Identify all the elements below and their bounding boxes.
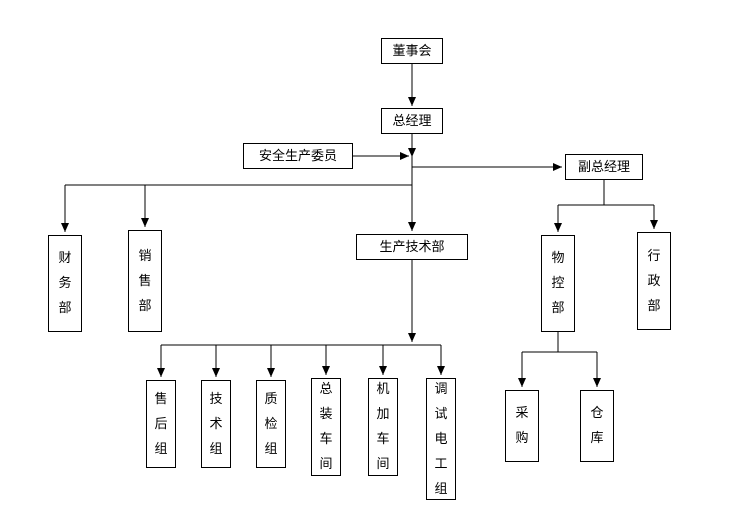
- org-node-machining-workshop: 机加车间: [368, 378, 398, 476]
- org-node-purchasing: 采购: [505, 390, 539, 462]
- org-node-machining-workshop-label: 机加车间: [376, 382, 390, 472]
- org-node-general-manager: 总经理: [381, 108, 443, 134]
- org-node-after-sales-group: 售后组: [146, 380, 176, 468]
- org-node-production-tech-dept-label: 生产技术部: [379, 239, 445, 255]
- org-node-sales-dept-label: 销售部: [138, 248, 152, 314]
- org-node-material-control-dept-label: 物控部: [551, 251, 565, 316]
- org-node-sales-dept: 销售部: [128, 230, 162, 332]
- org-node-deputy-general-manager-label: 副总经理: [577, 159, 630, 175]
- org-node-material-control-dept: 物控部: [541, 235, 575, 332]
- org-node-after-sales-group-label: 售后组: [154, 391, 168, 457]
- org-node-finance-dept: 财务部: [48, 235, 82, 332]
- org-node-production-tech-dept: 生产技术部: [356, 234, 468, 260]
- org-node-general-manager-label: 总经理: [392, 113, 432, 129]
- org-node-board: 董事会: [381, 38, 443, 64]
- org-node-quality-inspection-group-label: 质检组: [264, 391, 278, 457]
- org-node-safety-committee: 安全生产委员: [243, 143, 353, 169]
- org-node-debug-electrician-group-label: 调试电工组: [434, 381, 448, 497]
- org-node-board-label: 董事会: [392, 43, 432, 59]
- org-node-warehouse: 仓库: [580, 390, 614, 462]
- org-node-debug-electrician-group: 调试电工组: [426, 378, 456, 500]
- org-node-admin-dept-label: 行政部: [647, 248, 661, 314]
- org-node-admin-dept: 行政部: [637, 232, 671, 330]
- org-node-assembly-workshop: 总装车间: [311, 378, 341, 476]
- org-node-quality-inspection-group: 质检组: [256, 380, 286, 468]
- org-node-technology-group-label: 技术组: [209, 391, 223, 457]
- org-node-warehouse-label: 仓库: [590, 406, 604, 446]
- org-node-deputy-general-manager: 副总经理: [565, 154, 643, 180]
- org-node-technology-group: 技术组: [201, 380, 231, 468]
- org-node-safety-committee-label: 安全生产委员: [258, 148, 337, 164]
- org-node-finance-dept-label: 财务部: [58, 251, 72, 316]
- org-node-purchasing-label: 采购: [515, 406, 529, 446]
- org-node-assembly-workshop-label: 总装车间: [319, 382, 333, 472]
